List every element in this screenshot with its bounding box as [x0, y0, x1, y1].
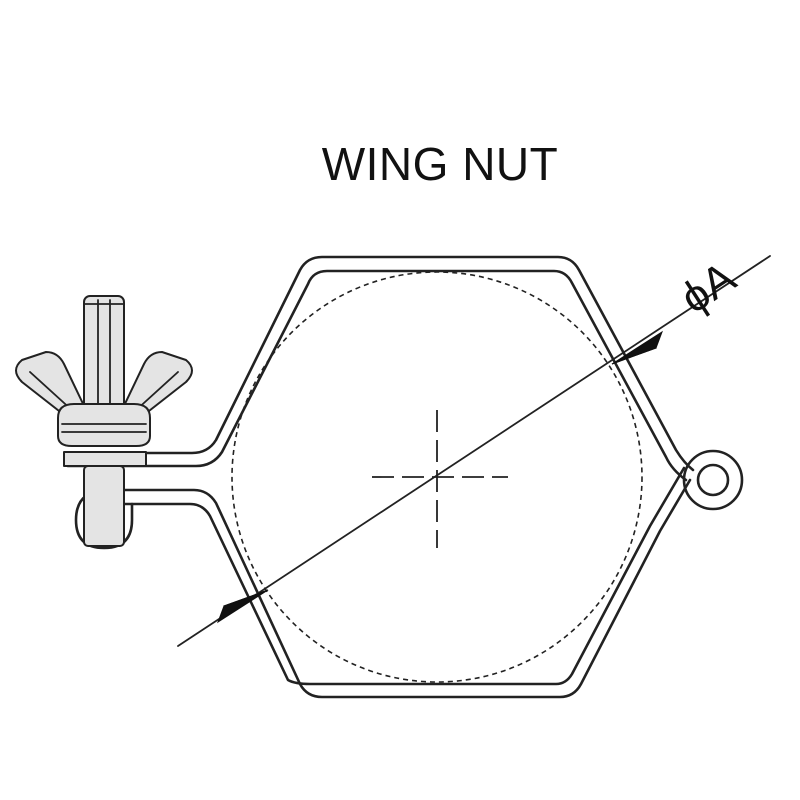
strap-band-lower-inner — [110, 466, 686, 686]
drawing-title: WING NUT — [322, 138, 559, 190]
strap-band-lower-outer — [102, 478, 692, 699]
center-mark — [372, 410, 508, 548]
diameter-dimension — [177, 255, 771, 647]
right-eyelet — [682, 449, 744, 511]
wing-nut — [15, 295, 193, 547]
strap-band-outer — [66, 255, 695, 472]
strap-band-inner — [66, 269, 688, 482]
